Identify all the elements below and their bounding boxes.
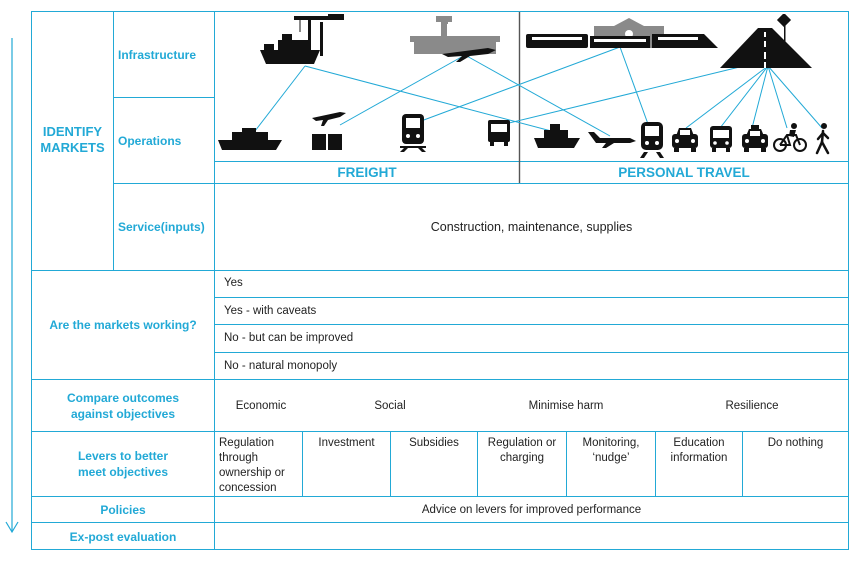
objective-resilience: Resilience [725, 399, 779, 412]
ferry-icon [534, 124, 580, 148]
lever-do-nothing: Do nothing [767, 437, 824, 449]
service-inputs-label: Service(inputs) [118, 220, 205, 234]
car-icon [672, 128, 698, 152]
passenger-train-icon [640, 122, 664, 158]
cargo-ship-icon [218, 128, 282, 150]
truck-icon [488, 120, 510, 146]
taxi-icon [742, 125, 768, 152]
road-icon [720, 14, 812, 68]
infrastructure-label: Infrastructure [118, 47, 197, 62]
market-answer-improved: No - but can be improved [224, 332, 354, 344]
market-answer-monopoly: No - natural monopoly [224, 360, 338, 372]
service-text: Construction, maintenance, supplies [430, 220, 633, 234]
bicycle-icon [773, 123, 807, 152]
connection-lines [254, 46, 823, 137]
expost-evaluation-label: Ex-post evaluation [69, 529, 177, 544]
personal-travel-header: PERSONAL TRAVEL [618, 165, 750, 180]
lever-monitoring-nudge: Monitoring,‘nudge’ [582, 437, 640, 464]
bus-icon [710, 126, 732, 152]
lever-investment: Investment [318, 437, 375, 449]
freight-train-icon [400, 114, 426, 152]
objective-economic: Economic [235, 399, 287, 412]
policies-text: Advice on levers for improved performanc… [421, 503, 642, 516]
passenger-plane-icon [588, 132, 636, 148]
objective-social: Social [374, 399, 406, 412]
policies-label: Policies [100, 502, 146, 517]
market-answer-caveats: Yes - with caveats [224, 305, 317, 317]
lever-subsidies: Subsidies [409, 437, 459, 449]
markets-working-label: Are the markets working? [49, 318, 197, 332]
walking-icon [815, 123, 830, 155]
airport-terminal-icon [410, 16, 500, 62]
operations-label: Operations [118, 133, 182, 148]
market-answer-yes: Yes [224, 277, 243, 289]
port-crane-ship-icon [260, 14, 344, 64]
freight-header: FREIGHT [337, 165, 397, 180]
train-station-icon [526, 18, 718, 48]
air-cargo-icon [312, 112, 346, 150]
objective-minimise-harm: Minimise harm [528, 399, 604, 412]
